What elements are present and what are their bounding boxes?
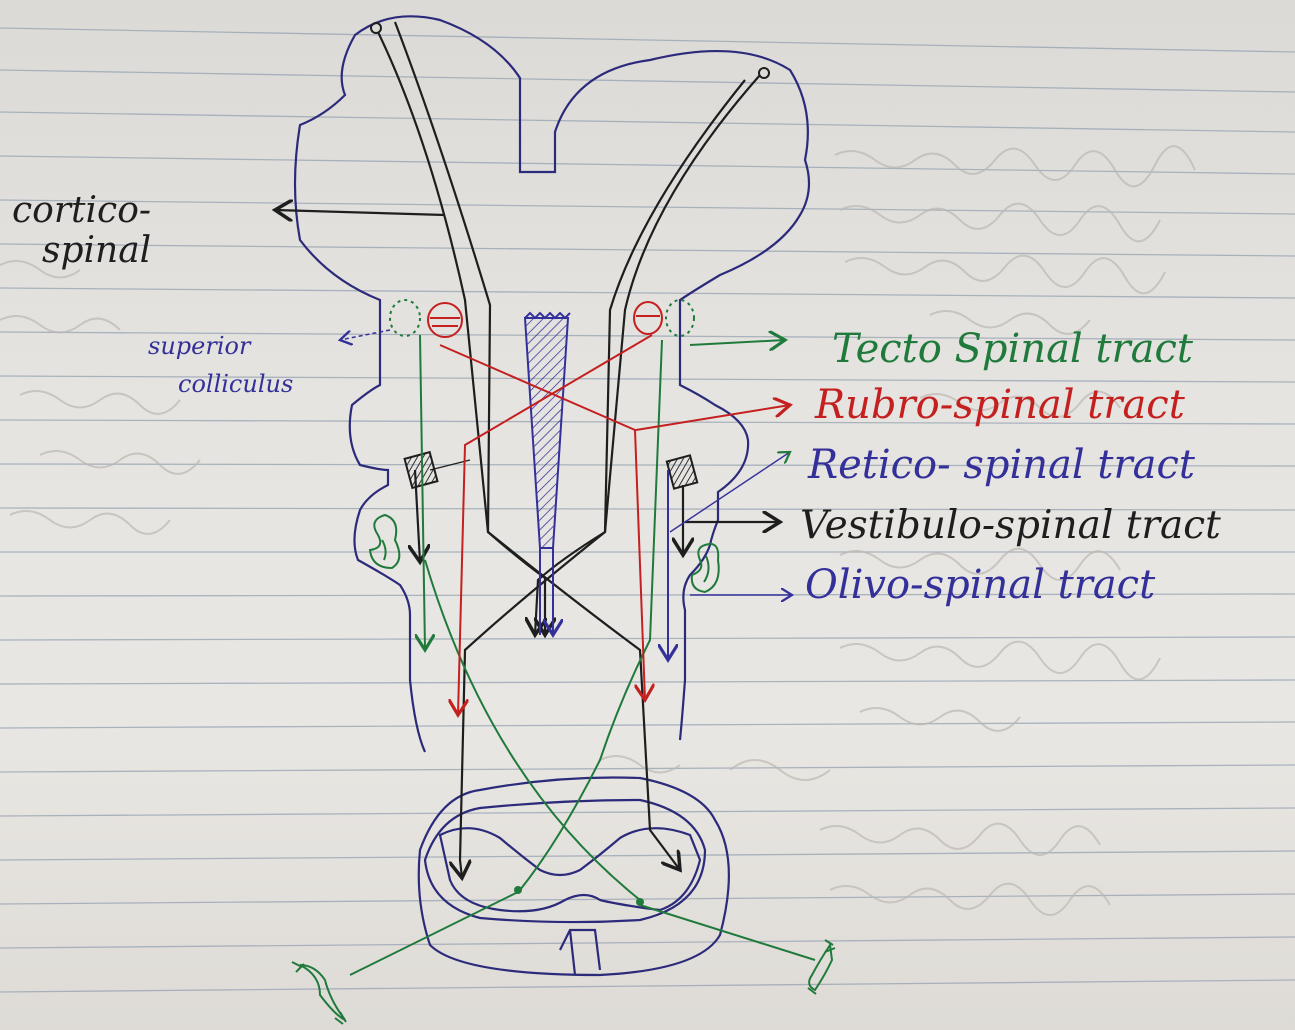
olive-nucleus-left — [370, 515, 399, 568]
anterior-horn-cell-right — [636, 898, 644, 906]
muscle-right — [808, 940, 835, 994]
reticular-nucleus-right — [667, 455, 697, 488]
anterior-horn-cell-left — [514, 886, 522, 894]
corticospinal-label-line2: spinal — [42, 230, 151, 271]
red-nucleus-left — [428, 303, 462, 337]
superior-colliculus-label-line2: colliculus — [178, 370, 293, 398]
vestibulospinal-label: Vestibulo-spinal tract — [800, 503, 1221, 548]
rubrospinal-label: Rubro-spinal tract — [814, 382, 1186, 428]
central-canal-structure — [525, 313, 570, 635]
red-nucleus-right — [634, 302, 662, 334]
muscle-left — [292, 962, 346, 1024]
corticospinal-tracts — [275, 22, 780, 878]
superior-colliculus-label-line1: superior — [148, 332, 252, 360]
cortex-neuron-right — [759, 68, 769, 78]
corticospinal-label-line1: cortico- — [12, 190, 151, 231]
olivospinal-label: Olivo-spinal tract — [805, 562, 1156, 608]
cortex-neuron-left — [371, 23, 381, 33]
tectospinal-label: Tecto Spinal tract — [832, 326, 1194, 372]
rubrospinal-tracts — [440, 335, 792, 715]
superior-colliculus-left — [390, 300, 420, 336]
reticospinal-label: Retico- spinal tract — [807, 442, 1196, 488]
